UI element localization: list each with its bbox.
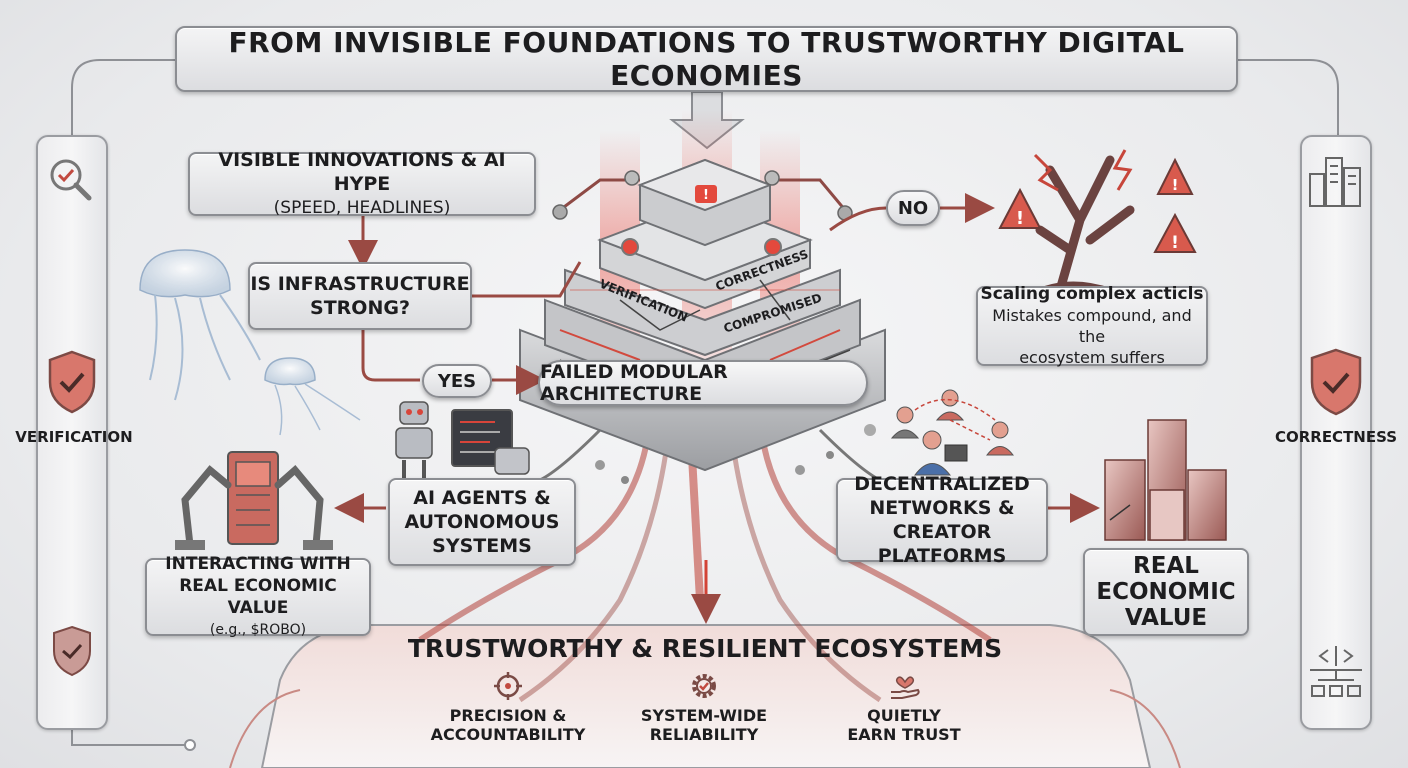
- visible-innovations-box: VISIBLE INNOVATIONS & AI HYPE (SPEED, HE…: [188, 149, 536, 218]
- svg-text:!: !: [1172, 176, 1179, 194]
- yes-label: YES: [422, 364, 492, 398]
- page-title-text: FROM INVISIBLE FOUNDATIONS TO TRUSTWORTH…: [228, 26, 1185, 92]
- ai-agents-box: AI AGENTS & AUTONOMOUS SYSTEMS: [388, 478, 576, 566]
- failure-line2: ecosystem suffers: [1019, 348, 1165, 367]
- no-text: NO: [897, 197, 929, 219]
- shield-check-icon: [48, 350, 96, 414]
- gear-check-icon: [692, 674, 716, 698]
- interacting-line2: REAL ECONOMIC VALUE: [179, 576, 337, 618]
- ai-agents-line3: SYSTEMS: [432, 535, 532, 557]
- visible-innovations-title: VISIBLE INNOVATIONS & AI HYPE: [218, 149, 506, 195]
- real-value-line1: REAL: [1133, 553, 1199, 579]
- precision-line1: PRECISION &: [449, 706, 567, 725]
- svg-text:!: !: [1171, 233, 1179, 253]
- warning-icons: ! ! !: [998, 157, 1197, 253]
- people-network-illustration: [890, 389, 1015, 476]
- left-rail-label: VERIFICATION: [15, 428, 133, 446]
- bottom-item-reliability: SYSTEM-WIDE RELIABILITY: [614, 706, 794, 744]
- reliability-line2: RELIABILITY: [649, 725, 759, 744]
- ai-agents-line2: AUTONOMOUS: [404, 511, 560, 533]
- network-hierarchy-icon: [1310, 646, 1362, 697]
- bottom-item-precision: PRECISION & ACCOUNTABILITY: [418, 706, 598, 744]
- value-cubes-illustration: [1104, 419, 1227, 541]
- real-value-line3: VALUE: [1124, 605, 1208, 631]
- failure-title: Scaling complex acticls: [980, 284, 1204, 304]
- decentralized-line2: NETWORKS &: [869, 497, 1015, 519]
- svg-text:!: !: [703, 188, 709, 203]
- robot-arms-illustration: [175, 451, 333, 550]
- broken-tree-illustration: [1033, 149, 1135, 296]
- trust-line2: EARN TRUST: [847, 725, 961, 744]
- yes-text: YES: [437, 370, 477, 392]
- reliability-line1: SYSTEM-WIDE: [640, 706, 768, 725]
- magnifier-check-icon: [50, 159, 92, 201]
- no-label: NO: [886, 190, 940, 226]
- real-value-line2: ECONOMIC: [1096, 579, 1236, 605]
- svg-text:!: !: [1016, 208, 1024, 229]
- shield-check-right-icon: [1310, 348, 1362, 416]
- robot-illustration: [395, 401, 530, 480]
- hand-heart-icon: [891, 676, 920, 699]
- infrastructure-question-box: IS INFRASTRUCTURE STRONG?: [248, 262, 472, 330]
- decentralized-networks-box: DECENTRALIZED NETWORKS & CREATOR PLATFOR…: [836, 473, 1048, 567]
- failure-outcome-box: Scaling complex acticls Mistakes compoun…: [976, 284, 1208, 367]
- bottom-item-trust: QUIETLY EARN TRUST: [814, 706, 994, 744]
- interacting-value-box: INTERACTING WITH REAL ECONOMIC VALUE (e.…: [145, 554, 371, 638]
- bottom-title: TRUSTWORTHY & RESILIENT ECOSYSTEMS: [407, 634, 1003, 663]
- question-line1: IS INFRASTRUCTURE: [250, 273, 470, 295]
- failed-architecture-label: FAILED MODULAR ARCHITECTURE: [538, 360, 868, 406]
- ai-agents-line1: AI AGENTS &: [413, 487, 551, 509]
- page-title: FROM INVISIBLE FOUNDATIONS TO TRUSTWORTH…: [175, 26, 1238, 92]
- real-economic-value-box: REAL ECONOMIC VALUE: [1083, 548, 1249, 636]
- decentralized-line1: DECENTRALIZED: [854, 473, 1030, 495]
- jellyfish-illustration: [139, 249, 361, 436]
- buildings-icon: [1309, 157, 1361, 207]
- interacting-line1: INTERACTING WITH: [165, 554, 351, 574]
- decentralized-line3: CREATOR PLATFORMS: [877, 521, 1007, 567]
- interacting-line3: (e.g., $ROBO): [209, 622, 307, 638]
- shield-check-small-icon: [53, 625, 91, 677]
- precision-line2: ACCOUNTABILITY: [430, 725, 586, 744]
- right-side-rail: [1300, 135, 1372, 730]
- visible-innovations-subtitle: (SPEED, HEADLINES): [273, 198, 451, 218]
- right-rail-label: CORRECTNESS: [1274, 428, 1398, 446]
- trust-line1: QUIETLY: [867, 706, 941, 725]
- crosshair-icon: [494, 672, 522, 700]
- failure-line1: Mistakes compound, and the: [992, 306, 1192, 346]
- question-line2: STRONG?: [310, 297, 410, 319]
- failed-architecture-text: FAILED MODULAR ARCHITECTURE: [540, 361, 728, 405]
